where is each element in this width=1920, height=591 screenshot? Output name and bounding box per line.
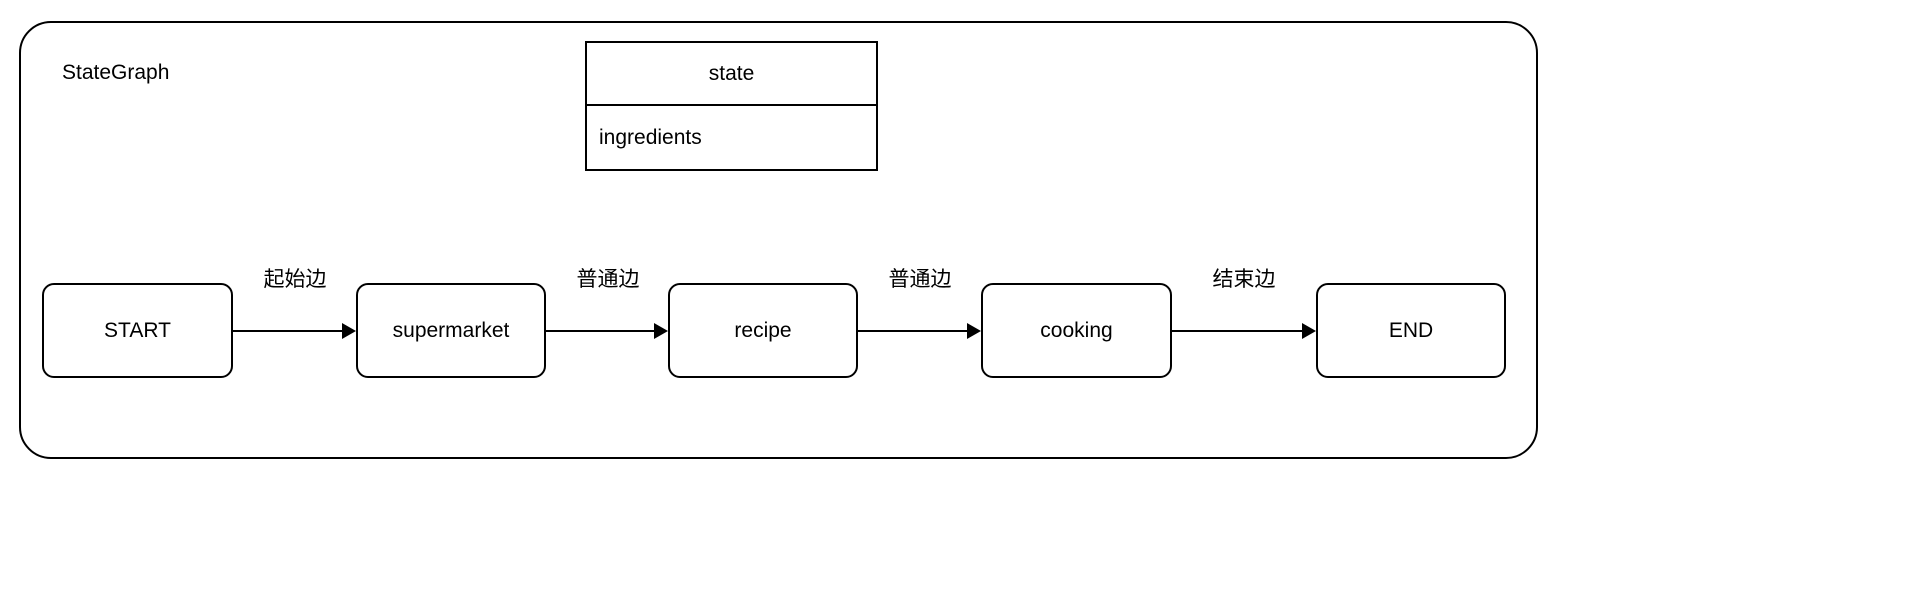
edge-line	[858, 330, 967, 332]
arrowhead-icon	[1302, 323, 1316, 339]
arrowhead-icon	[967, 323, 981, 339]
edge-supermarket-to-recipe	[546, 323, 668, 339]
arrowhead-icon	[654, 323, 668, 339]
edge-line	[233, 330, 342, 332]
node-cooking[interactable]: cooking	[981, 283, 1172, 378]
edge-line	[1172, 330, 1302, 332]
state-table-header: state	[587, 43, 876, 106]
node-end[interactable]: END	[1316, 283, 1506, 378]
edge-label-recipe-to-cooking: 普通边	[875, 267, 965, 293]
state-table: state ingredients	[585, 41, 878, 171]
node-start[interactable]: START	[42, 283, 233, 378]
stategraph-label: StateGraph	[62, 61, 170, 84]
stategraph-container	[19, 21, 1538, 459]
edge-line	[546, 330, 654, 332]
arrowhead-icon	[342, 323, 356, 339]
edge-cooking-to-end	[1172, 323, 1316, 339]
edge-label-cooking-to-end: 结束边	[1199, 267, 1289, 293]
node-recipe[interactable]: recipe	[668, 283, 858, 378]
node-supermarket[interactable]: supermarket	[356, 283, 546, 378]
state-table-field-ingredients: ingredients	[599, 125, 702, 149]
edge-label-start-to-supermarket: 起始边	[250, 267, 340, 293]
edge-label-supermarket-to-recipe: 普通边	[563, 267, 653, 293]
edge-recipe-to-cooking	[858, 323, 981, 339]
edge-start-to-supermarket	[233, 323, 356, 339]
